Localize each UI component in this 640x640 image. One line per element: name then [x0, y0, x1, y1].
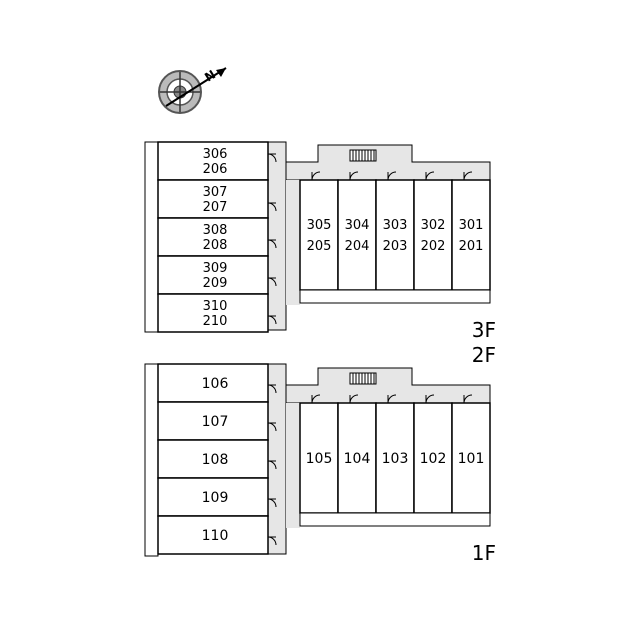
upper-left-balcony [144, 141, 159, 333]
upper-left-unit-4: 309 209 [157, 255, 277, 295]
door-icon [387, 171, 397, 181]
lower-right-unit-4: 102 [413, 394, 453, 514]
unit-302-label: 302 [421, 218, 446, 233]
door-icon [267, 239, 277, 249]
lower-left-corridor [267, 363, 287, 555]
lower-left-unit-2: 107 [157, 401, 277, 441]
door-icon [425, 394, 435, 404]
upper-right-unit-4: 302 202 [413, 171, 453, 291]
door-icon [267, 153, 277, 163]
unit-109-label: 109 [202, 490, 229, 506]
unit-308-label: 308 [203, 223, 228, 238]
floor-label-2f: 2F [472, 343, 496, 367]
unit-201-label: 201 [459, 239, 484, 254]
unit-305-label: 305 [307, 218, 332, 233]
unit-210-label: 210 [203, 314, 228, 329]
unit-310-label: 310 [203, 299, 228, 314]
floor-label-1f: 1F [472, 541, 496, 565]
unit-107-label: 107 [202, 414, 229, 430]
unit-208-label: 208 [203, 238, 228, 253]
door-icon [463, 171, 473, 181]
upper-floor-plan: 306 206 307 207 308 208 309 209 310 210 [144, 141, 496, 367]
lower-left-unit-4: 109 [157, 477, 277, 517]
unit-206-label: 206 [203, 162, 228, 177]
unit-106-label: 106 [202, 376, 229, 392]
unit-301-label: 301 [459, 218, 484, 233]
lower-corridor-junction [286, 403, 300, 528]
unit-204-label: 204 [345, 239, 370, 254]
door-icon [267, 536, 277, 546]
unit-207-label: 207 [203, 200, 228, 215]
floor-label-3f: 3F [472, 318, 496, 342]
unit-307-label: 307 [203, 185, 228, 200]
lower-right-unit-1: 105 [299, 394, 339, 514]
unit-203-label: 203 [383, 239, 408, 254]
lower-right-unit-2: 104 [337, 394, 377, 514]
door-icon [349, 394, 359, 404]
unit-202-label: 202 [421, 239, 446, 254]
door-icon [387, 394, 397, 404]
door-icon [267, 384, 277, 394]
upper-right-unit-5: 301 201 [451, 171, 491, 291]
unit-306-label: 306 [203, 147, 228, 162]
upper-left-unit-2: 307 207 [157, 179, 277, 219]
door-icon [463, 394, 473, 404]
upper-left-unit-1: 306 206 [157, 141, 277, 181]
door-icon [267, 277, 277, 287]
lower-left-balcony [144, 363, 159, 557]
unit-110-label: 110 [202, 528, 229, 544]
upper-stair-icon [349, 149, 377, 162]
upper-corridor-junction [286, 180, 300, 305]
door-icon [311, 394, 321, 404]
upper-right-unit-3: 303 203 [375, 171, 415, 291]
unit-303-label: 303 [383, 218, 408, 233]
lower-left-unit-3: 108 [157, 439, 277, 479]
lower-left-unit-1: 106 [157, 363, 277, 403]
unit-309-label: 309 [203, 261, 228, 276]
upper-left-corridor [267, 141, 287, 331]
upper-left-unit-5: 310 210 [157, 293, 277, 333]
door-icon [267, 315, 277, 325]
upper-left-unit-3: 308 208 [157, 217, 277, 257]
compass-icon: N [158, 67, 227, 114]
door-icon [267, 498, 277, 508]
lower-right-balcony [299, 512, 491, 527]
unit-304-label: 304 [345, 218, 370, 233]
door-icon [267, 460, 277, 470]
upper-right-unit-2: 304 204 [337, 171, 377, 291]
unit-102-label: 102 [420, 451, 447, 467]
first-floor-plan: 106 107 108 109 110 105 [144, 363, 496, 565]
lower-right-unit-3: 103 [375, 394, 415, 514]
unit-101-label: 101 [458, 451, 485, 467]
door-icon [267, 422, 277, 432]
lower-left-unit-5: 110 [157, 515, 277, 555]
lower-right-unit-5: 101 [451, 394, 491, 514]
door-icon [267, 202, 277, 212]
unit-103-label: 103 [382, 451, 409, 467]
door-icon [349, 171, 359, 181]
unit-205-label: 205 [307, 239, 332, 254]
upper-right-balcony [299, 289, 491, 304]
unit-108-label: 108 [202, 452, 229, 468]
upper-right-unit-1: 305 205 [299, 171, 339, 291]
lower-stair-icon [349, 372, 377, 385]
unit-209-label: 209 [203, 276, 228, 291]
door-icon [311, 171, 321, 181]
unit-104-label: 104 [344, 451, 371, 467]
door-icon [425, 171, 435, 181]
unit-105-label: 105 [306, 451, 333, 467]
